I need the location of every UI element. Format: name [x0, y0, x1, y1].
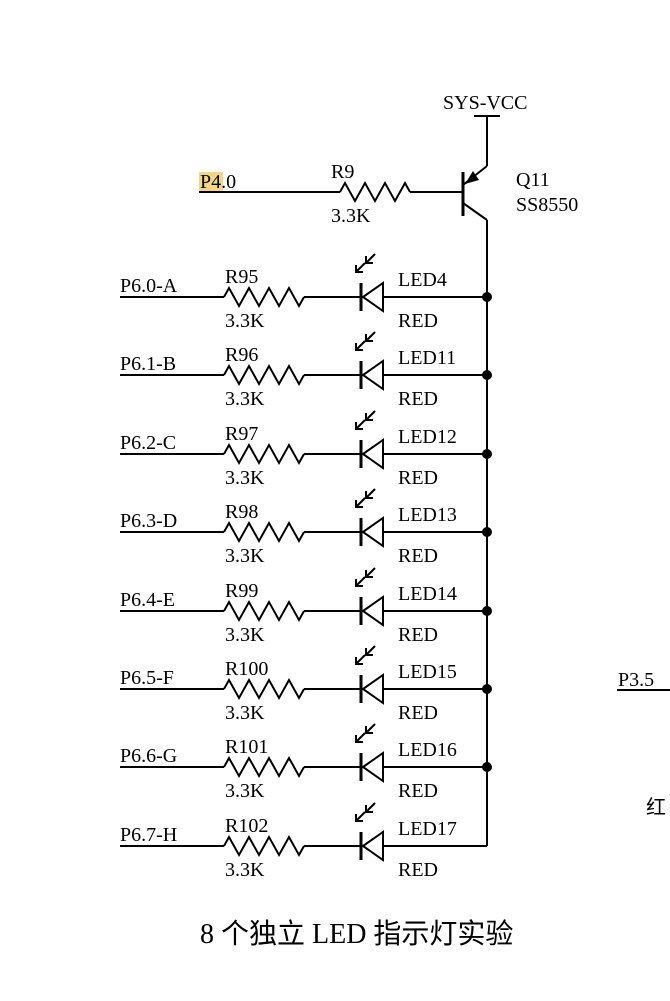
light-emission-icon: [355, 567, 376, 587]
led-color: RED: [398, 702, 438, 724]
diagram-caption: 8 个独立 LED 指示灯实验: [200, 918, 513, 950]
led-triangle: [361, 438, 384, 470]
led-ref: LED4: [398, 269, 447, 291]
junction-dot: [482, 684, 492, 694]
resistor-zigzag: [223, 834, 305, 858]
net-label: P6.2-C: [120, 432, 176, 454]
transistor-emitter-arrow: [465, 171, 479, 184]
base-net-label: P4.0: [200, 171, 236, 193]
resistor-ref: R99: [225, 580, 258, 602]
resistor-zigzag: [223, 285, 305, 309]
net-label: P6.7-H: [120, 824, 177, 846]
led-triangle: [361, 359, 384, 391]
net-label: P6.3-D: [120, 510, 177, 532]
junction-dot: [482, 762, 492, 772]
light-emission-icon: [355, 645, 376, 665]
light-emission-icon: [355, 331, 376, 351]
side-char: 红: [646, 796, 666, 819]
led-triangle: [361, 516, 384, 548]
transistor-q11: Q11 SS8550: [461, 165, 578, 221]
light-emission-icon: [355, 410, 376, 430]
side-fragment: P3.5 红: [617, 669, 670, 819]
net-label: P6.0-A: [120, 275, 178, 297]
junction-dot: [482, 449, 492, 459]
resistor-value: 3.3K: [225, 467, 265, 489]
resistor-zigzag: [223, 442, 305, 466]
led-triangle: [361, 281, 384, 313]
led-ref: LED15: [398, 661, 457, 683]
resistor-r9-value: 3.3K: [331, 205, 371, 227]
resistor-value: 3.3K: [225, 545, 265, 567]
led-triangle: [361, 595, 384, 627]
resistor-zigzag: [223, 677, 305, 701]
resistor-zigzag: [223, 520, 305, 544]
light-emission-icon: [355, 488, 376, 508]
resistor-ref: R102: [225, 815, 268, 837]
resistor-value: 3.3K: [225, 859, 265, 881]
light-emission-icon: [355, 253, 376, 273]
led-ref: LED11: [398, 347, 456, 369]
side-net-label: P3.5: [618, 669, 654, 691]
led-color: RED: [398, 624, 438, 646]
led-triangle: [361, 751, 384, 783]
led-ref: LED12: [398, 426, 457, 448]
light-emission-icon: [355, 802, 376, 822]
net-label: P6.4-E: [120, 589, 175, 611]
resistor-value: 3.3K: [225, 702, 265, 724]
resistor-zigzag: [223, 755, 305, 779]
junction-dot: [482, 370, 492, 380]
net-label: P6.1-B: [120, 353, 176, 375]
led-color: RED: [398, 467, 438, 489]
transistor-part: SS8550: [516, 194, 578, 216]
resistor-value: 3.3K: [225, 388, 265, 410]
resistor-value: 3.3K: [225, 310, 265, 332]
led-ref: LED17: [398, 818, 457, 840]
power-symbol: SYS-VCC: [443, 92, 527, 166]
net-label: P6.6-G: [120, 745, 177, 767]
led-color: RED: [398, 859, 438, 881]
led-color: RED: [398, 388, 438, 410]
resistor-ref: R98: [225, 501, 258, 523]
led-color: RED: [398, 545, 438, 567]
resistor-r9: [339, 180, 411, 204]
junction-dot: [482, 292, 492, 302]
led-triangle: [361, 673, 384, 705]
resistor-value: 3.3K: [225, 780, 265, 802]
net-label: P6.5-F: [120, 667, 174, 689]
led-triangle: [361, 830, 384, 862]
resistor-ref: R96: [225, 344, 258, 366]
led-ref: LED14: [398, 583, 457, 605]
power-label: SYS-VCC: [443, 92, 527, 114]
resistor-r9-ref: R9: [331, 161, 354, 183]
junction-dot: [482, 606, 492, 616]
junction-dot: [482, 527, 492, 537]
transistor-ref: Q11: [516, 169, 550, 191]
led-ref: LED13: [398, 504, 457, 526]
resistor-ref: R101: [225, 736, 268, 758]
resistor-zigzag: [223, 599, 305, 623]
led-ref: LED16: [398, 739, 457, 761]
transistor-collector-leg: [462, 202, 488, 221]
led-color: RED: [398, 310, 438, 332]
resistor-ref: R97: [225, 423, 258, 445]
resistor-zigzag: [223, 363, 305, 387]
base-circuit: P4.0 R9 3.3K: [199, 161, 463, 227]
resistor-ref: R95: [225, 266, 258, 288]
resistor-value: 3.3K: [225, 624, 265, 646]
led-color: RED: [398, 780, 438, 802]
light-emission-icon: [355, 723, 376, 743]
net-highlight: [199, 172, 223, 191]
resistor-ref: R100: [225, 658, 268, 680]
